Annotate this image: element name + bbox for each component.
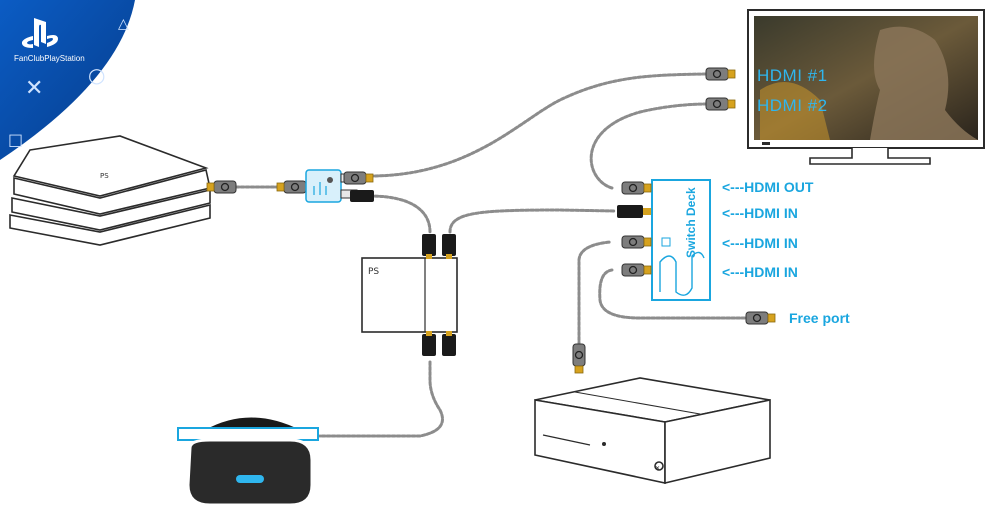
tv-screen-character <box>870 26 978 141</box>
psvr-headset <box>177 417 319 507</box>
hdmi-plug-switch-out <box>621 181 652 195</box>
psvr-connectors <box>422 234 456 356</box>
xbox-one-console: ✕ <box>534 377 771 485</box>
tv-input-label-2: HDMI #2 <box>757 96 828 115</box>
port-label-hdmi-in-2: <---HDMI IN <box>722 235 798 251</box>
circle-icon: ○ <box>88 63 105 87</box>
tv-input-label-1: HDMI #1 <box>757 66 828 85</box>
cable-splitter-to-vr-left <box>368 194 432 234</box>
cable-switch-out-to-tv2 <box>589 102 709 190</box>
psvr-processor-unit: PS <box>361 257 458 333</box>
hdmi-plug-switch-in-1 <box>617 205 643 218</box>
hdmi-plug-xbox <box>572 343 586 374</box>
hdmi-plug-splitter-in <box>276 180 307 194</box>
cables <box>234 72 747 438</box>
switch-deck-title: Switch Deck <box>684 187 698 258</box>
port-label-hdmi-in-3: <---HDMI IN <box>722 264 798 280</box>
playstation-banner: ✕ ○ △ □ <box>0 0 135 160</box>
hdmi-plug-switch-in-2 <box>621 235 652 249</box>
square-icon: □ <box>8 130 23 149</box>
playstation-logo-icon <box>21 18 58 48</box>
svg-text:✕: ✕ <box>655 465 660 472</box>
hdmi-plug-switch-in-3 <box>621 263 652 277</box>
hdmi-plug-splitter-out-2 <box>350 190 374 202</box>
svg-text:PS: PS <box>100 172 109 180</box>
ps4-pro-console: PS <box>9 135 211 246</box>
brand-logo-text: FanClubPlayStation <box>14 54 85 63</box>
svg-text:PS: PS <box>368 267 379 277</box>
cable-splitter-to-tv1 <box>368 72 707 178</box>
cable-vrbox-bottom <box>318 360 444 438</box>
triangle-icon: △ <box>118 16 129 32</box>
hdmi-plug-tv-2 <box>705 97 736 111</box>
hdmi-plug-free-port <box>745 311 776 325</box>
cross-icon: ✕ <box>25 76 43 101</box>
tv <box>747 9 985 165</box>
cable-vr-to-switch <box>448 208 617 234</box>
hdmi-plug-splitter-out-1 <box>343 171 374 185</box>
cable-free-port <box>598 268 747 320</box>
hdmi-plug-tv-1 <box>705 67 736 81</box>
port-label-hdmi-out: <---HDMI OUT <box>722 179 814 195</box>
hdmi-plug-ps4 <box>206 180 237 194</box>
free-port-label: Free port <box>789 310 850 326</box>
cable-xbox-to-switch <box>577 240 612 347</box>
port-label-hdmi-in-1: <---HDMI IN <box>722 205 798 221</box>
switch-deck <box>651 179 711 301</box>
